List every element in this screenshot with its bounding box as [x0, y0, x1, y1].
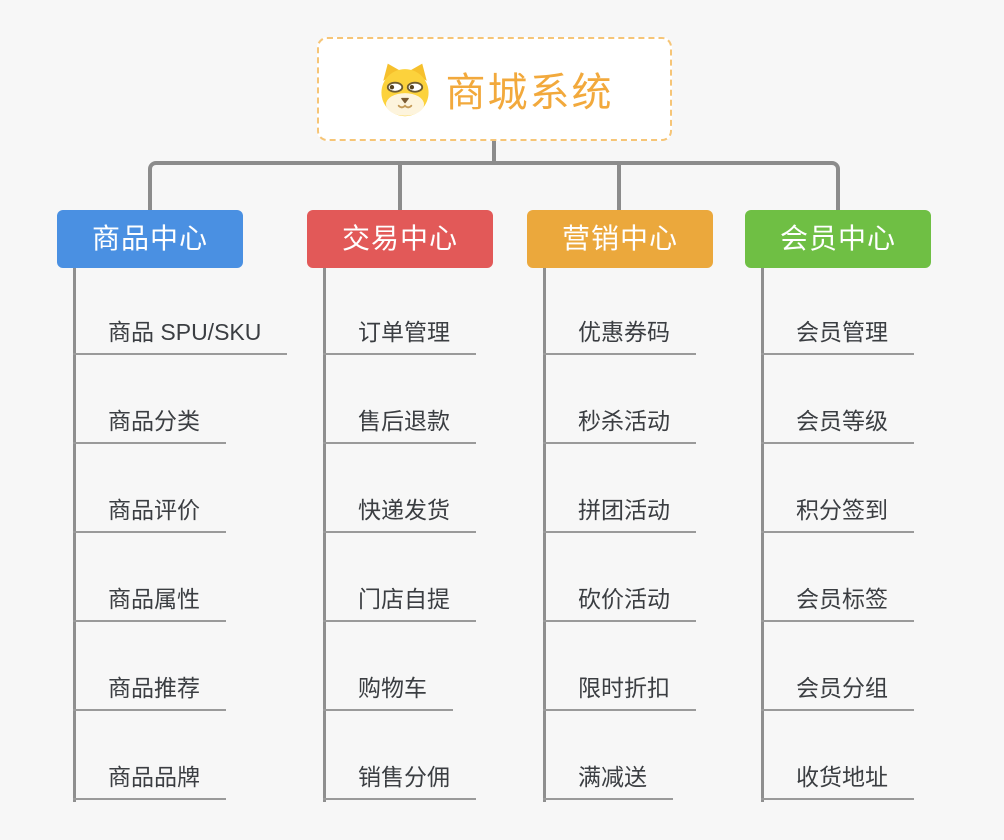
branch-item[interactable]: 商品评价 — [73, 496, 226, 533]
doge-dog-icon — [376, 60, 434, 118]
branch-item[interactable]: 会员标签 — [761, 585, 914, 622]
branch-item[interactable]: 售后退款 — [323, 407, 476, 444]
branch-item[interactable]: 购物车 — [323, 674, 453, 711]
branch-spine — [543, 268, 546, 802]
branch-item[interactable]: 会员分组 — [761, 674, 914, 711]
branch-item[interactable]: 秒杀活动 — [543, 407, 696, 444]
branch-item[interactable]: 商品分类 — [73, 407, 226, 444]
branch-header-marketing-center[interactable]: 营销中心 — [527, 210, 713, 268]
branch-item[interactable]: 砍价活动 — [543, 585, 696, 622]
branch-item[interactable]: 快递发货 — [323, 496, 476, 533]
root-node[interactable]: 商城系统 — [317, 37, 672, 141]
branch-item[interactable]: 销售分佣 — [323, 763, 476, 800]
root-title: 商城系统 — [445, 71, 614, 115]
branch-item[interactable]: 门店自提 — [323, 585, 476, 622]
branch-item[interactable]: 会员等级 — [761, 407, 914, 444]
branch-item[interactable]: 拼团活动 — [543, 496, 696, 533]
branch-item[interactable]: 商品推荐 — [73, 674, 226, 711]
branch-member-center: 会员中心 会员管理 会员等级 积分签到 会员标签 会员分组 收货地址 — [745, 210, 985, 810]
branch-item[interactable]: 满减送 — [543, 763, 673, 800]
branch-item[interactable]: 优惠券码 — [543, 318, 696, 355]
connector-drop-marketing — [617, 163, 621, 210]
branch-spine — [323, 268, 326, 802]
branch-item[interactable]: 商品属性 — [73, 585, 226, 622]
branch-item[interactable]: 会员管理 — [761, 318, 914, 355]
branch-item[interactable]: 商品品牌 — [73, 763, 226, 800]
branch-header-trade-center[interactable]: 交易中心 — [307, 210, 493, 268]
branch-header-member-center[interactable]: 会员中心 — [745, 210, 931, 268]
branch-spine — [761, 268, 764, 802]
branch-marketing-center: 营销中心 优惠券码 秒杀活动 拼团活动 砍价活动 限时折扣 满减送 — [527, 210, 767, 810]
branch-spine — [73, 268, 76, 802]
branch-item[interactable]: 订单管理 — [323, 318, 476, 355]
branch-item[interactable]: 收货地址 — [761, 763, 914, 800]
branch-item[interactable]: 商品 SPU/SKU — [73, 318, 288, 355]
branch-item[interactable]: 积分签到 — [761, 496, 914, 533]
branch-product-center: 商品中心 商品 SPU/SKU 商品分类 商品评价 商品属性 商品推荐 商品品牌 — [57, 210, 297, 810]
branch-header-product-center[interactable]: 商品中心 — [57, 210, 243, 268]
connector-drop-trade — [398, 163, 402, 210]
connector-bus — [148, 161, 840, 210]
branch-item[interactable]: 限时折扣 — [543, 674, 696, 711]
connector-root-drop — [492, 141, 496, 165]
branch-trade-center: 交易中心 订单管理 售后退款 快递发货 门店自提 购物车 销售分佣 — [307, 210, 547, 810]
